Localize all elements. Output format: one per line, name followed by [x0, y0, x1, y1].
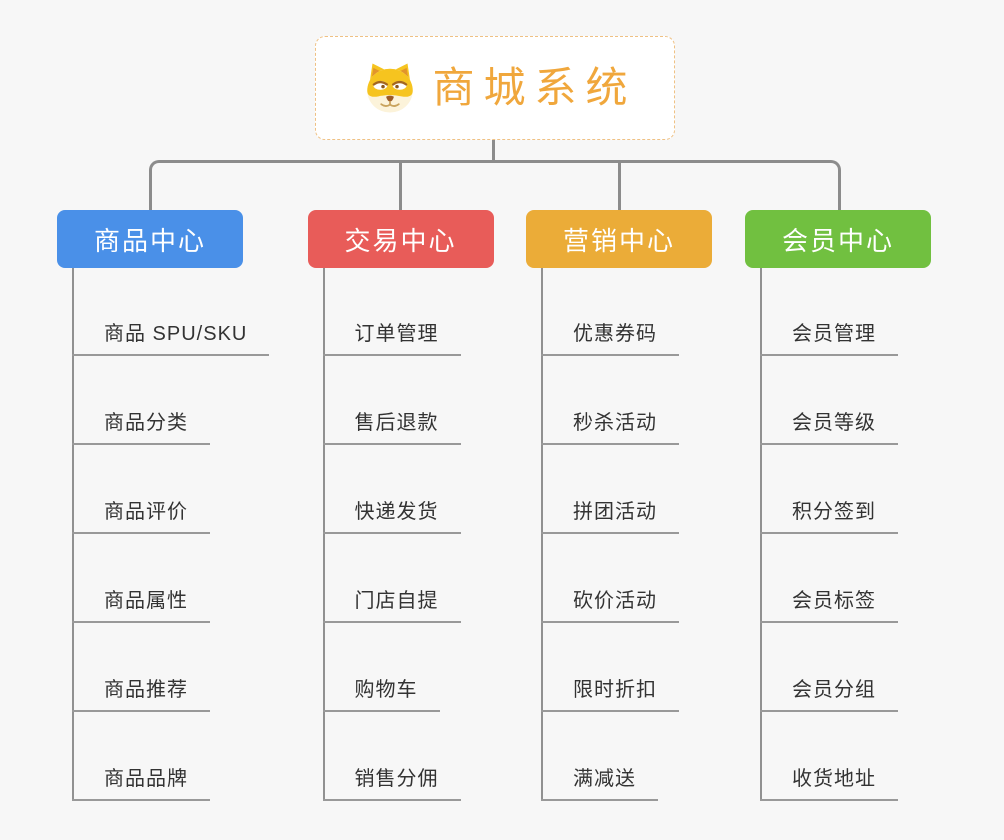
root-connector-stub-line: [491, 140, 495, 162]
branch-label: 会员中心: [781, 225, 894, 256]
branch-trunk-line: [541, 268, 543, 801]
leaf-node[interactable]: 商品 SPU/SKU: [72, 320, 270, 356]
leaf-node[interactable]: 售后退款: [322, 409, 461, 445]
leaf-node[interactable]: 购物车: [322, 676, 440, 712]
branch-4: 会员中心 会员管理会员等级积分签到会员标签会员分组收货地址: [745, 210, 1004, 810]
branch-3: 营销中心 优惠券码秒杀活动拼团活动砍价活动限时折扣满减送: [526, 210, 786, 810]
leaf-node[interactable]: 收货地址: [760, 765, 898, 801]
branch-label: 交易中心: [344, 225, 457, 256]
branch-header-node-2[interactable]: 交易中心: [307, 210, 494, 268]
leaf-node[interactable]: 拼团活动: [541, 498, 679, 534]
leaf-node[interactable]: 会员管理: [760, 320, 898, 356]
leaf-node[interactable]: 商品分类: [72, 409, 210, 445]
leaf-node[interactable]: 积分签到: [760, 498, 898, 534]
leaf-node[interactable]: 销售分佣: [322, 765, 461, 801]
branch-header-node-1[interactable]: 商品中心: [57, 210, 243, 268]
leaf-node[interactable]: 快递发货: [322, 498, 461, 534]
branch-trunk-line: [760, 268, 762, 801]
leaf-node[interactable]: 会员等级: [760, 409, 898, 445]
leaf-node[interactable]: 订单管理: [322, 320, 461, 356]
branch-2: 交易中心 订单管理售后退款快递发货门店自提购物车销售分佣: [307, 210, 568, 810]
branch-label: 商品中心: [93, 225, 206, 256]
leaf-node[interactable]: 限时折扣: [541, 676, 679, 712]
leaf-node[interactable]: 会员分组: [760, 676, 898, 712]
leaf-node[interactable]: 商品评价: [72, 498, 210, 534]
branch-header-node-4[interactable]: 会员中心: [745, 210, 931, 268]
branch-bus-connector-line: [148, 160, 841, 210]
branch-trunk-line: [72, 268, 74, 801]
branch-header-node-3[interactable]: 营销中心: [526, 210, 712, 268]
leaf-node[interactable]: 会员标签: [760, 587, 898, 623]
leaf-node[interactable]: 商品属性: [72, 587, 210, 623]
leaf-node[interactable]: 门店自提: [322, 587, 461, 623]
leaf-node[interactable]: 商品推荐: [72, 676, 210, 712]
leaf-node[interactable]: 优惠券码: [541, 320, 679, 356]
drop-line-trade-center: [399, 163, 402, 210]
drop-line-marketing-center: [617, 163, 621, 210]
leaf-node[interactable]: 满减送: [541, 765, 658, 801]
branch-label: 营销中心: [562, 225, 675, 256]
root-title: 商城系统: [432, 64, 637, 111]
leaf-node[interactable]: 砍价活动: [541, 587, 679, 623]
doge-face-icon: [367, 63, 414, 113]
branch-trunk-line: [322, 268, 325, 801]
root-node[interactable]: 商城系统: [315, 36, 675, 140]
leaf-node[interactable]: 秒杀活动: [541, 409, 679, 445]
leaf-node[interactable]: 商品品牌: [72, 765, 210, 801]
branch-1: 商品中心 商品 SPU/SKU 商品分类商品评价商品属性商品推荐商品品牌: [57, 210, 317, 810]
